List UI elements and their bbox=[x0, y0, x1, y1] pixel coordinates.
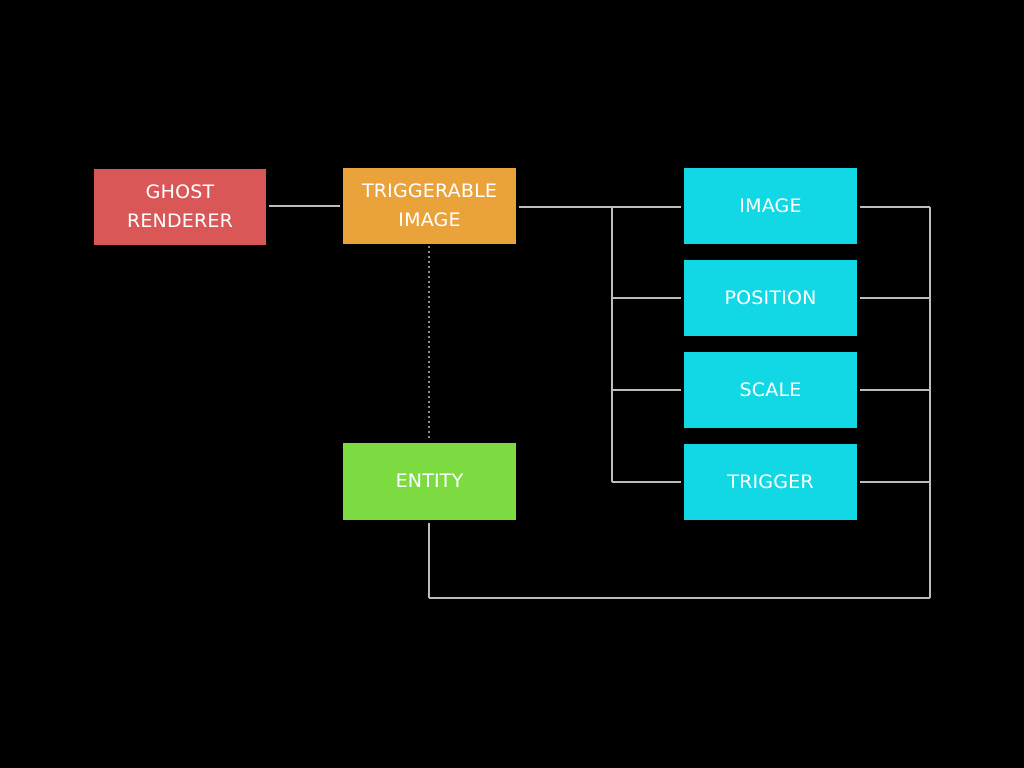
node-position: POSITION bbox=[684, 260, 857, 336]
node-image: IMAGE bbox=[684, 168, 857, 244]
node-image-label: IMAGE bbox=[739, 194, 802, 217]
node-scale-label: SCALE bbox=[739, 378, 802, 401]
node-triggerable-image-label: TRIGGERABLE IMAGE bbox=[361, 180, 498, 231]
node-entity: ENTITY bbox=[343, 443, 516, 520]
node-trigger: TRIGGER bbox=[684, 444, 857, 520]
node-entity-label: ENTITY bbox=[395, 470, 464, 492]
node-ghost-renderer: GHOST RENDERER bbox=[94, 169, 266, 245]
node-trigger-label: TRIGGER bbox=[727, 470, 814, 493]
node-scale: SCALE bbox=[684, 352, 857, 428]
node-position-label: POSITION bbox=[724, 286, 817, 309]
node-ghost-renderer-label: GHOST RENDERER bbox=[126, 181, 234, 232]
node-triggerable-image: TRIGGERABLE IMAGE bbox=[343, 168, 516, 244]
